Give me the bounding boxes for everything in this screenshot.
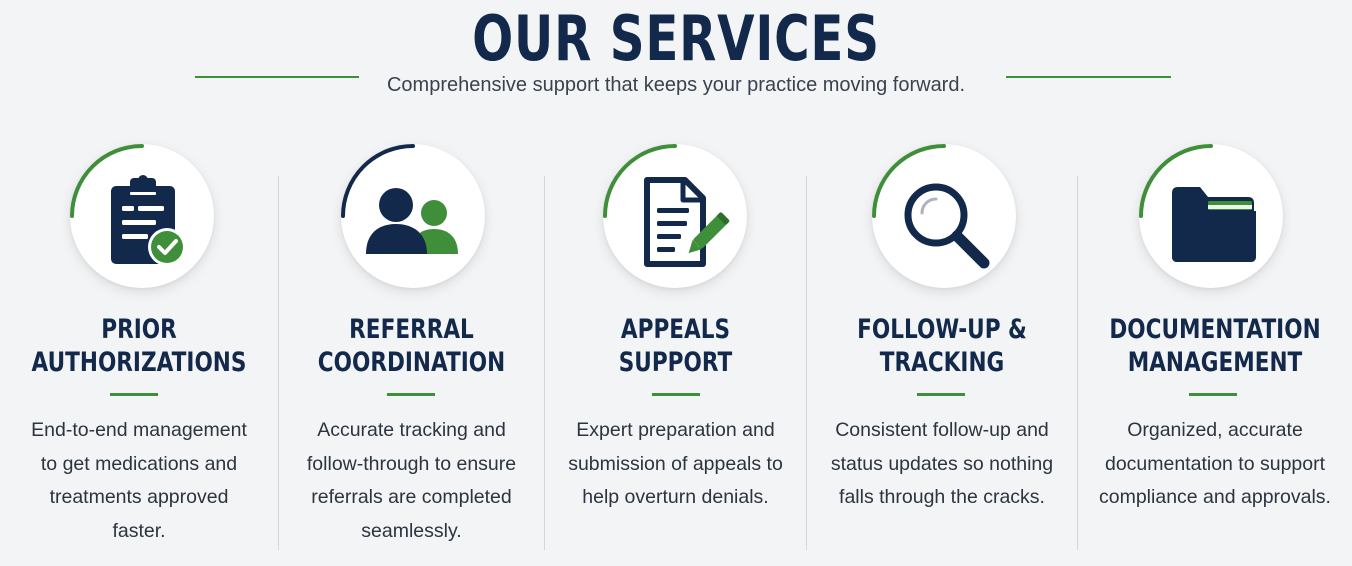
accent-arc: [872, 144, 946, 218]
heading-rule: [917, 393, 965, 396]
service-heading: APPEALS SUPPORT: [618, 314, 733, 378]
service-card-referral-coordination: REFERRAL COORDINATION Accurate tracking …: [279, 130, 544, 560]
people-icon: [366, 188, 458, 254]
services-row: PRIOR AUTHORIZATIONS End-to-end manageme…: [0, 130, 1352, 560]
service-description: Expert preparation and submission of app…: [568, 419, 783, 509]
column-divider: [1077, 176, 1078, 550]
heading-rule: [110, 393, 158, 396]
accent-arc: [341, 144, 415, 218]
folder-icon: [1172, 187, 1256, 262]
page-subtitle: Comprehensive support that keeps your pr…: [386, 74, 966, 96]
service-card-documentation-management: DOCUMENTATION MANAGEMENT Organized, accu…: [1078, 130, 1352, 560]
service-card-follow-up-tracking: FOLLOW-UP & TRACKING Consistent follow-u…: [807, 130, 1077, 560]
service-description: Organized, accurate documentation to sup…: [1099, 419, 1331, 509]
accent-arc: [1139, 144, 1213, 218]
clipboard-check-icon: [111, 175, 186, 266]
magnifier-icon: [904, 183, 990, 269]
page-title: OUR SERVICES: [472, 2, 880, 75]
service-heading: DOCUMENTATION MANAGEMENT: [1109, 314, 1321, 378]
title-rule-left: [195, 76, 359, 78]
service-card-appeals-support: APPEALS SUPPORT Expert preparation and s…: [545, 130, 806, 560]
document-pencil-icon: [644, 177, 730, 267]
heading-rule: [387, 393, 435, 396]
service-description: Consistent follow-up and status updates …: [830, 419, 1054, 509]
icon-circle: [341, 144, 485, 288]
heading-rule: [1189, 393, 1237, 396]
column-divider: [544, 176, 545, 550]
accent-arc: [603, 144, 677, 218]
service-heading: FOLLOW-UP & TRACKING: [857, 314, 1027, 378]
title-rule-right: [1006, 76, 1171, 78]
service-description: Accurate tracking and follow-through to …: [306, 419, 517, 542]
service-description: End-to-end management to get medications…: [31, 419, 247, 542]
accent-arc: [70, 144, 144, 218]
service-heading: PRIOR AUTHORIZATIONS: [31, 314, 247, 378]
service-card-prior-authorizations: PRIOR AUTHORIZATIONS End-to-end manageme…: [0, 130, 278, 560]
column-divider: [278, 176, 279, 550]
column-divider: [806, 176, 807, 550]
service-heading: REFERRAL COORDINATION: [317, 314, 506, 378]
heading-rule: [652, 393, 700, 396]
